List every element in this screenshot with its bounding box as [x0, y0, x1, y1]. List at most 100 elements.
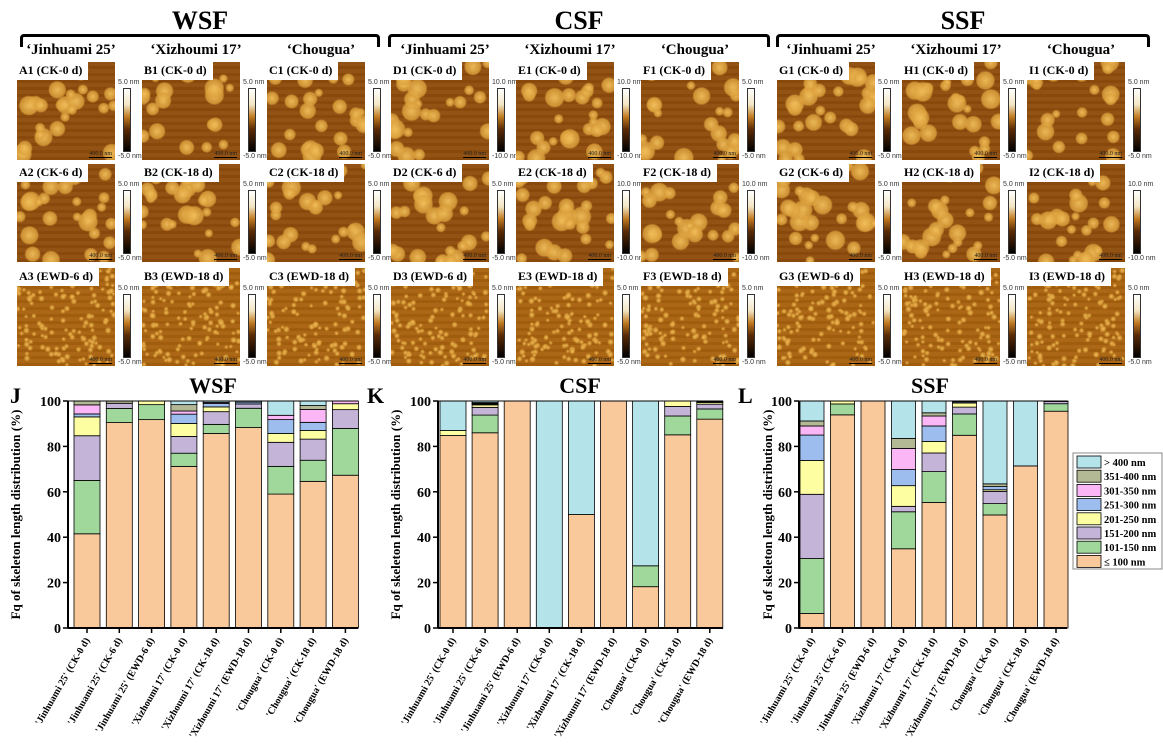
color-scale-min: -5.0 nm — [368, 255, 392, 262]
bar-segment — [891, 548, 916, 629]
x-tick-label: 'Xizhoumi 17' (CK-18 d) — [877, 636, 939, 733]
color-scale-min: -5.0 nm — [742, 359, 766, 366]
afm-image-label: B3 (EWD-18 d) — [142, 268, 230, 286]
afm-image: D2 (CK-6 d)400.0 nm — [391, 164, 489, 262]
color-scale-min: -10.0 nm — [1128, 255, 1156, 262]
color-scale-max: 5.0 nm — [742, 285, 764, 292]
bar-segment — [799, 558, 825, 614]
color-scale-min: -10.0 nm — [492, 153, 520, 160]
color-scale-min: -5.0 nm — [878, 359, 902, 366]
afm-image: G2 (CK-6 d)400.0 nm — [777, 164, 875, 262]
scale-bar: 400.0 nm — [463, 357, 486, 364]
color-scale-bar — [747, 294, 755, 358]
bar-segment — [267, 414, 295, 421]
color-scale-max: 5.0 nm — [243, 181, 265, 188]
bar-segment — [73, 400, 101, 406]
afm-image: G1 (CK-0 d)400.0 nm — [777, 62, 875, 160]
color-scale-max: 5.0 nm — [118, 285, 140, 292]
bar-segment — [170, 400, 198, 406]
bar-segment — [471, 432, 499, 629]
bar-segment — [952, 434, 977, 629]
bar-segment — [267, 493, 295, 629]
y-tick-label: 20 — [47, 577, 61, 592]
y-tick-label: 0 — [424, 622, 431, 637]
bar-segment — [267, 433, 295, 443]
color-scale-max: 5.0 nm — [878, 79, 900, 86]
bar-segment — [799, 434, 825, 461]
legend-label: 251-300 nm — [1104, 501, 1156, 512]
color-scale-min: -5.0 nm — [1003, 359, 1027, 366]
afm-image: H2 (CK-18 d)400.0 nm — [902, 164, 1000, 262]
bar-segment — [1043, 410, 1069, 629]
color-scale-max: 5.0 nm — [1003, 181, 1025, 188]
scale-bar: 400.0 nm — [849, 253, 872, 260]
color-scale-min: -10.0 nm — [617, 255, 645, 262]
afm-image-label: E1 (CK-0 d) — [516, 62, 587, 80]
color-scale-bar — [373, 190, 381, 254]
bar-segment — [73, 435, 101, 481]
scale-bar: 400.0 nm — [1099, 253, 1122, 260]
bar-segment — [503, 400, 531, 629]
bar-segment — [299, 405, 327, 410]
bar-segment — [921, 412, 947, 417]
color-scale-bar — [248, 88, 256, 152]
cultivar-label: ‘Chougua’ — [286, 42, 356, 58]
y-tick-label: 20 — [417, 577, 431, 592]
legend-swatch — [1076, 540, 1102, 554]
afm-image-label: A3 (EWD-6 d) — [17, 268, 99, 286]
afm-image-label: I2 (CK-18 d) — [1027, 164, 1101, 182]
color-scale-min: -5.0 nm — [368, 153, 392, 160]
afm-image: F2 (CK-18 d)400.0 nm — [641, 164, 739, 262]
panel-letter: L — [738, 383, 753, 408]
bar-segment — [267, 419, 295, 434]
afm-image-label: C2 (CK-18 d) — [267, 164, 345, 182]
bar-segment — [299, 430, 327, 440]
afm-image-label: B2 (CK-18 d) — [142, 164, 219, 182]
color-scale-min: -5.0 nm — [1128, 359, 1152, 366]
scale-bar: 400.0 nm — [463, 253, 486, 260]
bar-segment — [921, 425, 947, 442]
bar-segment — [891, 485, 916, 507]
bar-segment — [299, 438, 327, 461]
color-scale-max: 5.0 nm — [243, 79, 265, 86]
cultivar-label: ‘Chougua’ — [1046, 42, 1116, 58]
afm-image-label: G1 (CK-0 d) — [777, 62, 849, 80]
chart-title: SSF — [911, 373, 949, 398]
color-scale-max: 10.0 nm — [492, 79, 518, 86]
bar-segment — [952, 413, 977, 436]
bar-segment — [105, 422, 133, 629]
color-scale-bar — [622, 88, 630, 152]
bar-segment — [891, 505, 916, 513]
x-tick-label: 'Xizhoumi 17' (EWD-18 d) — [552, 636, 619, 740]
color-scale-max: 5.0 nm — [368, 181, 390, 188]
scale-bar: 400.0 nm — [89, 151, 112, 158]
x-tick-label: 'Xizhoumi 17' (EWD-18 d) — [187, 636, 254, 740]
color-scale-bar — [622, 190, 630, 254]
color-scale-max: 10.0 nm — [617, 181, 643, 188]
bar-segment — [891, 400, 916, 439]
color-scale-min: -5.0 nm — [1003, 153, 1027, 160]
color-scale-min: -5.0 nm — [742, 153, 766, 160]
afm-image-label: I3 (EWD-18 d) — [1027, 268, 1112, 286]
y-tick-label: 80 — [417, 440, 431, 455]
bar-segment — [235, 407, 262, 428]
x-tick-label: 'Xizhoumi 17' (CK-18 d) — [160, 636, 222, 733]
bar-segment — [202, 423, 230, 434]
bar-segment — [830, 414, 855, 629]
color-scale-max: 10.0 nm — [742, 181, 768, 188]
color-scale-max: 5.0 nm — [118, 79, 140, 86]
scale-bar: 400.0 nm — [849, 357, 872, 364]
legend-label: > 400 nm — [1104, 458, 1146, 469]
x-tick-label: 'Jinhuami 25' (CK-0 d) — [33, 636, 92, 727]
bar-segment — [138, 404, 166, 421]
afm-image: A3 (EWD-6 d)400.0 nm — [17, 268, 115, 366]
bar-segment — [235, 427, 262, 629]
scale-bar: 400.0 nm — [713, 357, 736, 364]
color-scale-min: -5.0 nm — [118, 359, 142, 366]
y-axis-label: Fq of skeleton length distribution (%) — [388, 410, 403, 620]
afm-image: D3 (EWD-6 d)400.0 nm — [391, 268, 489, 366]
afm-image: F3 (EWD-18 d)400.0 nm — [641, 268, 739, 366]
color-scale-bar — [123, 190, 131, 254]
bar-segment — [299, 480, 327, 629]
